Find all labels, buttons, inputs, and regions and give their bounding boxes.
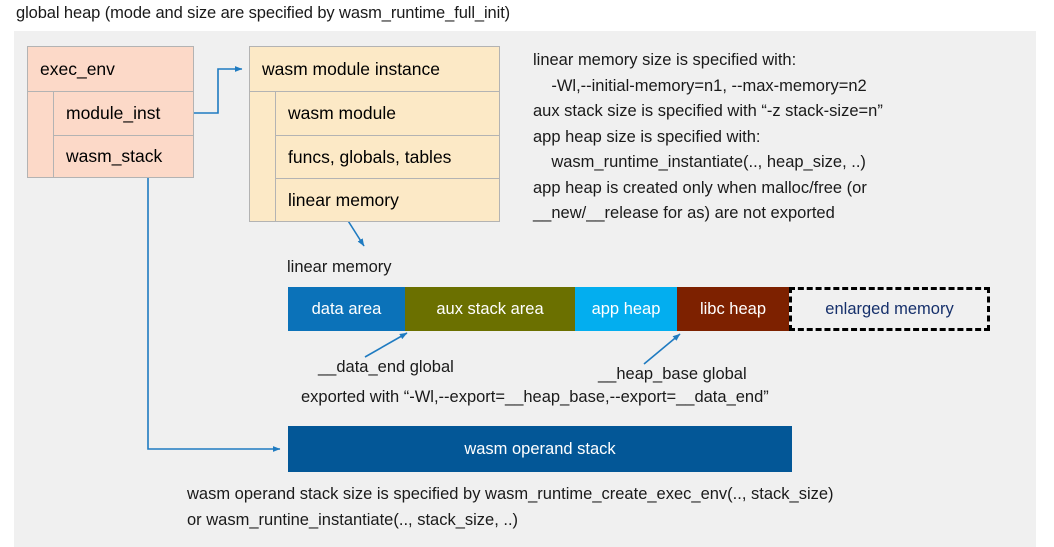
wasm-module-instance-body: wasm module funcs, globals, tables linea… <box>250 92 499 221</box>
memory-segment-app-heap: app heap <box>575 287 677 331</box>
exec-env-field-wasm-stack: wasm_stack <box>54 134 193 178</box>
wasm-operand-stack-bar: wasm operand stack <box>288 426 792 472</box>
annotation-exported: exported with “-Wl,--export=__heap_base,… <box>301 388 769 406</box>
operand-stack-note: wasm operand stack size is specified by … <box>187 485 834 529</box>
annotation-data-end: __data_end global <box>318 358 454 376</box>
exec-env-fields: module_inst wasm_stack <box>54 92 193 177</box>
field-funcs-globals-tables: funcs, globals, tables <box>276 135 499 178</box>
annotation-heap-base: __heap_base global <box>598 365 747 383</box>
exec-env-box: exec_env module_inst wasm_stack <box>27 46 194 178</box>
exec-env-gutter <box>28 92 54 177</box>
exec-env-header: exec_env <box>28 47 193 92</box>
linear-memory-bar: data area aux stack area app heap libc h… <box>288 287 990 331</box>
memory-segment-libc-heap: libc heap <box>677 287 789 331</box>
field-wasm-module: wasm module <box>288 103 396 123</box>
page-title: global heap (mode and size are specified… <box>16 4 511 22</box>
wasm-module-instance-box: wasm module instance wasm module funcs, … <box>249 46 500 222</box>
field-linear-memory: linear memory <box>276 178 499 221</box>
memory-segment-enlarged-memory: enlarged memory <box>789 287 990 331</box>
linear-memory-bar-label: linear memory <box>287 258 392 276</box>
exec-env-body: module_inst wasm_stack <box>28 92 193 177</box>
memory-segment-data-area: data area <box>288 287 405 331</box>
wasm-module-instance-gutter <box>250 92 276 221</box>
exec-env-field-module-inst: module_inst <box>66 102 161 123</box>
wasm-module-instance-fields: wasm module funcs, globals, tables linea… <box>276 92 499 221</box>
linear-memory-note: linear memory size is specified with: -W… <box>533 51 883 222</box>
wasm-module-instance-header: wasm module instance <box>250 47 499 92</box>
memory-segment-aux-stack-area: aux stack area <box>405 287 575 331</box>
